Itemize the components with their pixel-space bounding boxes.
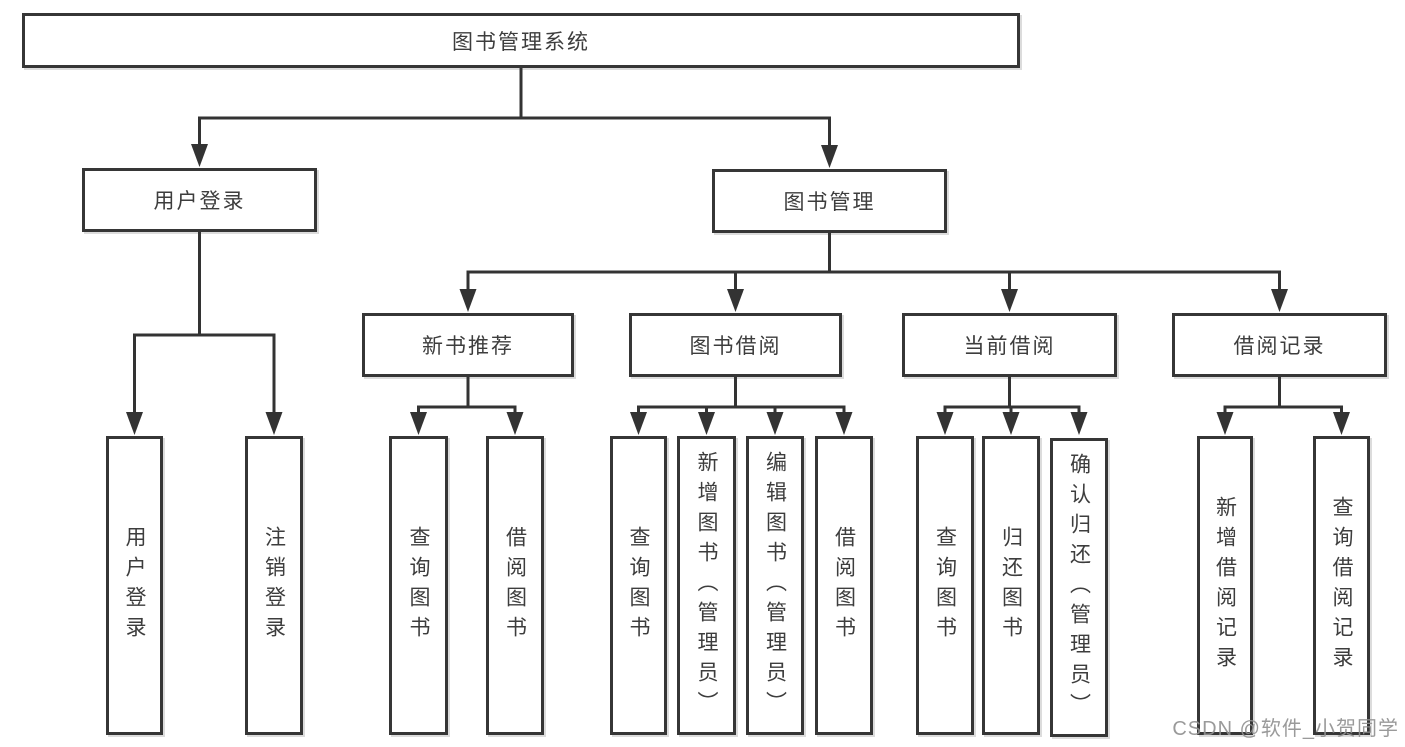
- node-label: 图书借阅: [689, 335, 782, 358]
- node-book-management: 图书管理: [712, 169, 947, 233]
- node-book-borrow: 图书借阅: [629, 313, 842, 377]
- arrow-down-icon: [1271, 289, 1288, 312]
- arrow-down-icon: [265, 412, 283, 435]
- arrow-down-icon: [835, 412, 853, 435]
- leaf-add-borrow-record: 新增借阅记录: [1197, 436, 1253, 735]
- leaf-query-books-recommend: 查询图书: [389, 436, 448, 735]
- arrow-down-icon: [191, 144, 208, 167]
- node-label: 用户登录: [153, 190, 246, 213]
- node-label: 图书管理: [783, 191, 876, 214]
- node-label: 当前借阅: [963, 335, 1056, 358]
- node-label: 用户登录: [123, 525, 146, 646]
- node-label: 新书推荐: [422, 335, 514, 358]
- node-user-login: 用户登录: [82, 168, 317, 232]
- connector-path: [1223, 377, 1343, 414]
- arrow-down-icon: [1002, 412, 1020, 435]
- node-label: 查询图书: [407, 525, 430, 646]
- leaf-borrow-books-recommend: 借阅图书: [486, 436, 544, 735]
- node-label: 确认归还（管理员）: [1067, 452, 1091, 723]
- watermark: CSDN @软件_小贺同学: [1172, 718, 1399, 740]
- leaf-user-login: 用户登录: [106, 436, 163, 735]
- leaf-query-books-borrow: 查询图书: [610, 436, 667, 735]
- node-label: 新增图书（管理员）: [695, 450, 718, 721]
- arrow-down-icon: [936, 412, 954, 435]
- arrow-down-icon: [410, 412, 427, 435]
- node-current-borrow: 当前借阅: [902, 313, 1117, 377]
- connector-path: [637, 377, 846, 414]
- node-borrow-records: 借阅记录: [1172, 313, 1387, 377]
- node-label: 图书管理系统: [452, 30, 590, 54]
- node-label: 注销登录: [262, 525, 286, 646]
- node-label: 编辑图书（管理员）: [763, 450, 787, 721]
- leaf-borrow-books: 借阅图书: [815, 436, 873, 735]
- leaf-add-book-admin: 新增图书（管理员）: [677, 436, 736, 735]
- connector-path: [943, 377, 1081, 414]
- leaf-query-books-current: 查询图书: [916, 436, 974, 735]
- arrow-down-icon: [766, 412, 784, 435]
- connector-path: [133, 232, 276, 414]
- node-label: 查询图书: [627, 525, 650, 646]
- node-new-book-recommend: 新书推荐: [362, 313, 574, 377]
- arrow-down-icon: [506, 412, 524, 435]
- arrow-down-icon: [1216, 412, 1234, 435]
- node-label: 查询图书: [933, 525, 957, 646]
- node-label: 新增借阅记录: [1213, 495, 1237, 676]
- arrow-down-icon: [727, 289, 744, 312]
- node-root: 图书管理系统: [22, 13, 1020, 68]
- connector-path: [466, 233, 1281, 291]
- arrow-down-icon: [1333, 412, 1350, 435]
- arrow-down-icon: [459, 289, 477, 312]
- node-label: 借阅图书: [503, 525, 527, 646]
- connector-path: [198, 68, 831, 147]
- arrow-down-icon: [1001, 289, 1018, 312]
- leaf-logout: 注销登录: [245, 436, 303, 735]
- connector-path: [417, 377, 517, 414]
- leaf-return-book: 归还图书: [982, 436, 1040, 735]
- leaf-edit-book-admin: 编辑图书（管理员）: [746, 436, 804, 735]
- node-label: 借阅记录: [1233, 335, 1326, 358]
- node-label: 归还图书: [999, 525, 1023, 646]
- leaf-query-borrow-record: 查询借阅记录: [1313, 436, 1370, 735]
- arrow-down-icon: [126, 412, 143, 435]
- arrow-down-icon: [1070, 412, 1088, 435]
- arrow-down-icon: [698, 412, 715, 435]
- leaf-confirm-return-admin: 确认归还（管理员）: [1050, 438, 1108, 737]
- node-label: 查询借阅记录: [1330, 495, 1353, 676]
- node-label: 借阅图书: [832, 525, 856, 646]
- arrow-down-icon: [630, 412, 647, 435]
- arrow-down-icon: [821, 145, 838, 168]
